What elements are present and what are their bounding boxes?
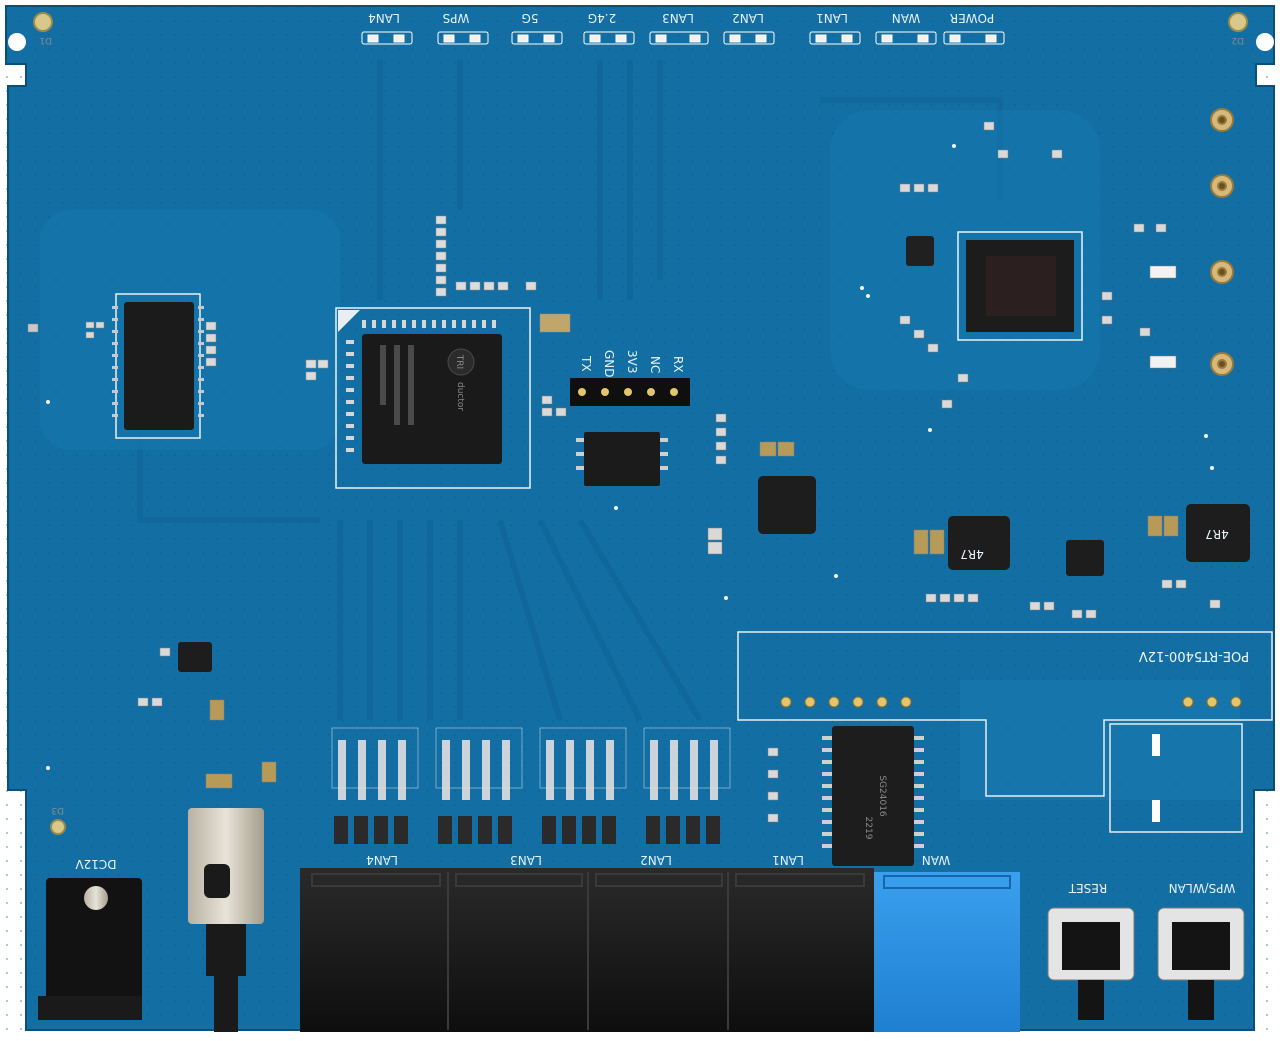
mount-hole-top-right (1228, 12, 1248, 32)
port-label-wan: WAN (922, 853, 950, 867)
dc-power-jack: DC12V (38, 857, 142, 1020)
dc12v-label: DC12V (75, 857, 117, 871)
flash-chip (576, 432, 668, 486)
led-label-wan: WAN (892, 11, 920, 25)
decoupling-caps (305, 215, 571, 381)
soc-logo: TRI (454, 354, 464, 369)
switch-chip-marking: SG24016 (877, 775, 887, 817)
reset-button: RESET (1047, 881, 1135, 1020)
power-inductors: 4R7 4R7 (178, 476, 1250, 672)
inductor-mark-2: 4R7 (1205, 527, 1229, 541)
copper-traces (137, 60, 1003, 722)
wifi-chip (906, 231, 1083, 341)
ref-d2: D2 (1231, 35, 1244, 45)
wps-wlan-label: WPS/WLAN (1169, 881, 1236, 895)
soc-brand: ductor (455, 382, 465, 411)
ethernet-ports (300, 868, 1020, 1032)
ref-d1: D1 (39, 35, 52, 45)
uart-label-nc: NC (648, 356, 662, 373)
led-label-lan1: LAN1 (816, 11, 848, 25)
port-label-lan4: LAN4 (366, 853, 398, 867)
uart-label-tx: TX (579, 355, 593, 372)
wps-wlan-button: WPS/WLAN (1157, 881, 1245, 1020)
ethernet-filter-arrays (331, 727, 731, 844)
mount-hole-top-left (33, 12, 53, 32)
inductor-mark-1: 4R7 (960, 547, 984, 561)
poe-module-outline: POE-RT5400-12V (737, 631, 1273, 833)
reset-label: RESET (1068, 881, 1107, 895)
uart-header: TX GND 3V3 NC RX (570, 350, 690, 406)
wan-port (874, 872, 1020, 1032)
led-label-row: POWER WAN LAN1 LAN2 LAN3 2.4G 5G WPS LAN… (368, 11, 994, 25)
mount-hole-bottom-left (50, 819, 66, 835)
led-label-5g: 5G (522, 11, 539, 25)
port-label-lan2: LAN2 (640, 853, 672, 867)
uart-label-rx: RX (671, 356, 685, 373)
led-label-wps: WPS (443, 11, 470, 25)
uart-label-gnd: GND (602, 350, 616, 378)
led-label-lan4: LAN4 (368, 11, 400, 25)
port-label-lan3: LAN3 (510, 853, 542, 867)
led-label-2-4g: 2.4G (588, 11, 616, 25)
led-label-power: POWER (950, 11, 994, 25)
port-label-lan1: LAN1 (772, 853, 804, 867)
board-model-label: POE-RT5400-12V (1139, 648, 1249, 663)
power-switch (188, 808, 264, 1032)
smd-components (27, 121, 1221, 823)
ethernet-switch-chip: SG24016 2219 (822, 726, 924, 866)
led-label-lan2: LAN2 (732, 11, 764, 25)
switch-chip-code: 2219 (863, 817, 873, 840)
ram-chip (112, 293, 204, 439)
port-labels: LAN4 LAN3 LAN2 LAN1 WAN (366, 853, 950, 867)
led-label-lan3: LAN3 (662, 11, 694, 25)
uart-label-3v3: 3V3 (625, 350, 639, 373)
ref-d3: D3 (51, 805, 64, 815)
antenna-connectors (1210, 108, 1234, 376)
main-soc: TRI ductor (335, 307, 531, 489)
led-row (361, 31, 1005, 45)
